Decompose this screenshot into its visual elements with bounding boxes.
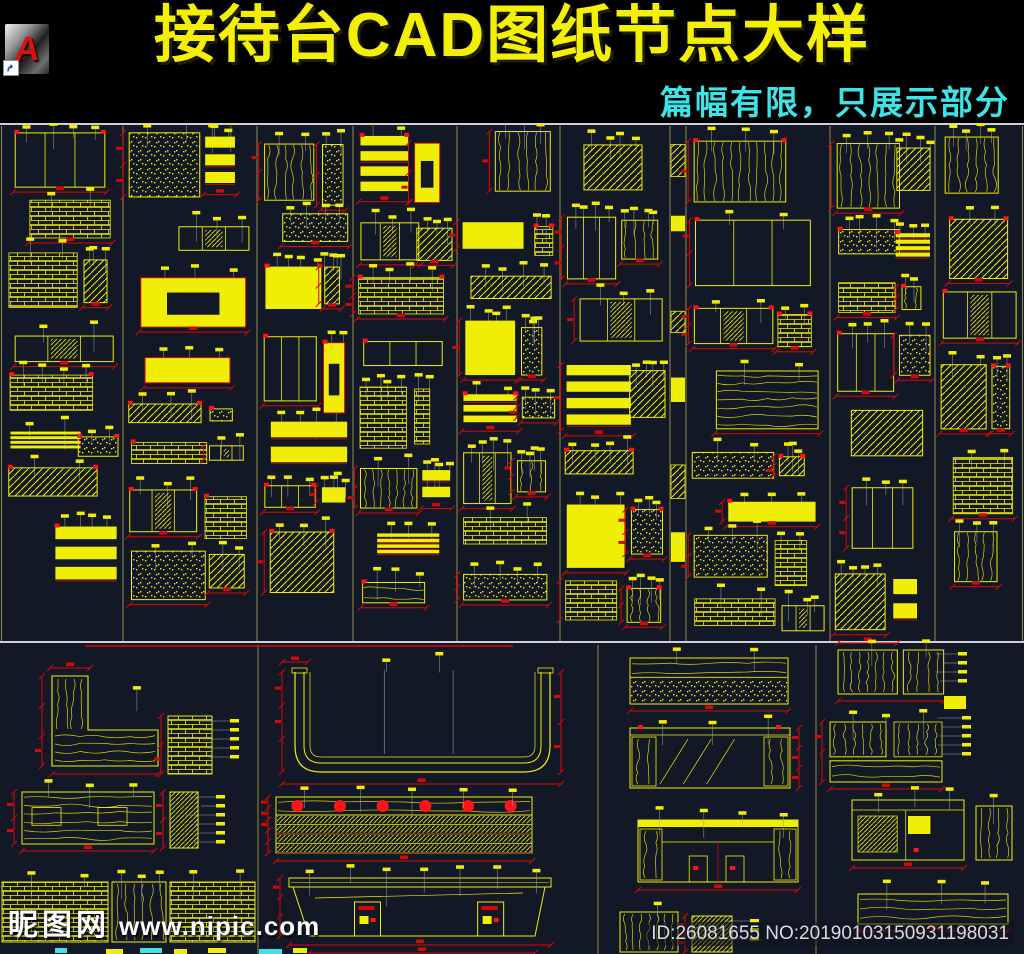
page-title: 接待台CAD图纸节点大样: [153, 1, 871, 70]
watermark-site-url: www.nipic.com: [119, 911, 321, 941]
image-id-text: ID:26081655 NO:20190103150931198031: [646, 922, 1014, 946]
header-subtitle: 篇幅有限，只展示部分: [660, 84, 1010, 121]
watermark: 昵图网 www.nipic.com: [8, 900, 320, 944]
shortcut-arrow-icon: [3, 60, 19, 76]
header-banner: A 接待台CAD图纸节点大样 篇幅有限，只展示部分: [0, 0, 1024, 123]
autocad-shortcut-icon: A: [3, 24, 49, 76]
watermark-site-name: 昵图网: [8, 909, 110, 942]
cad-drawings-canvas: [0, 123, 1024, 954]
